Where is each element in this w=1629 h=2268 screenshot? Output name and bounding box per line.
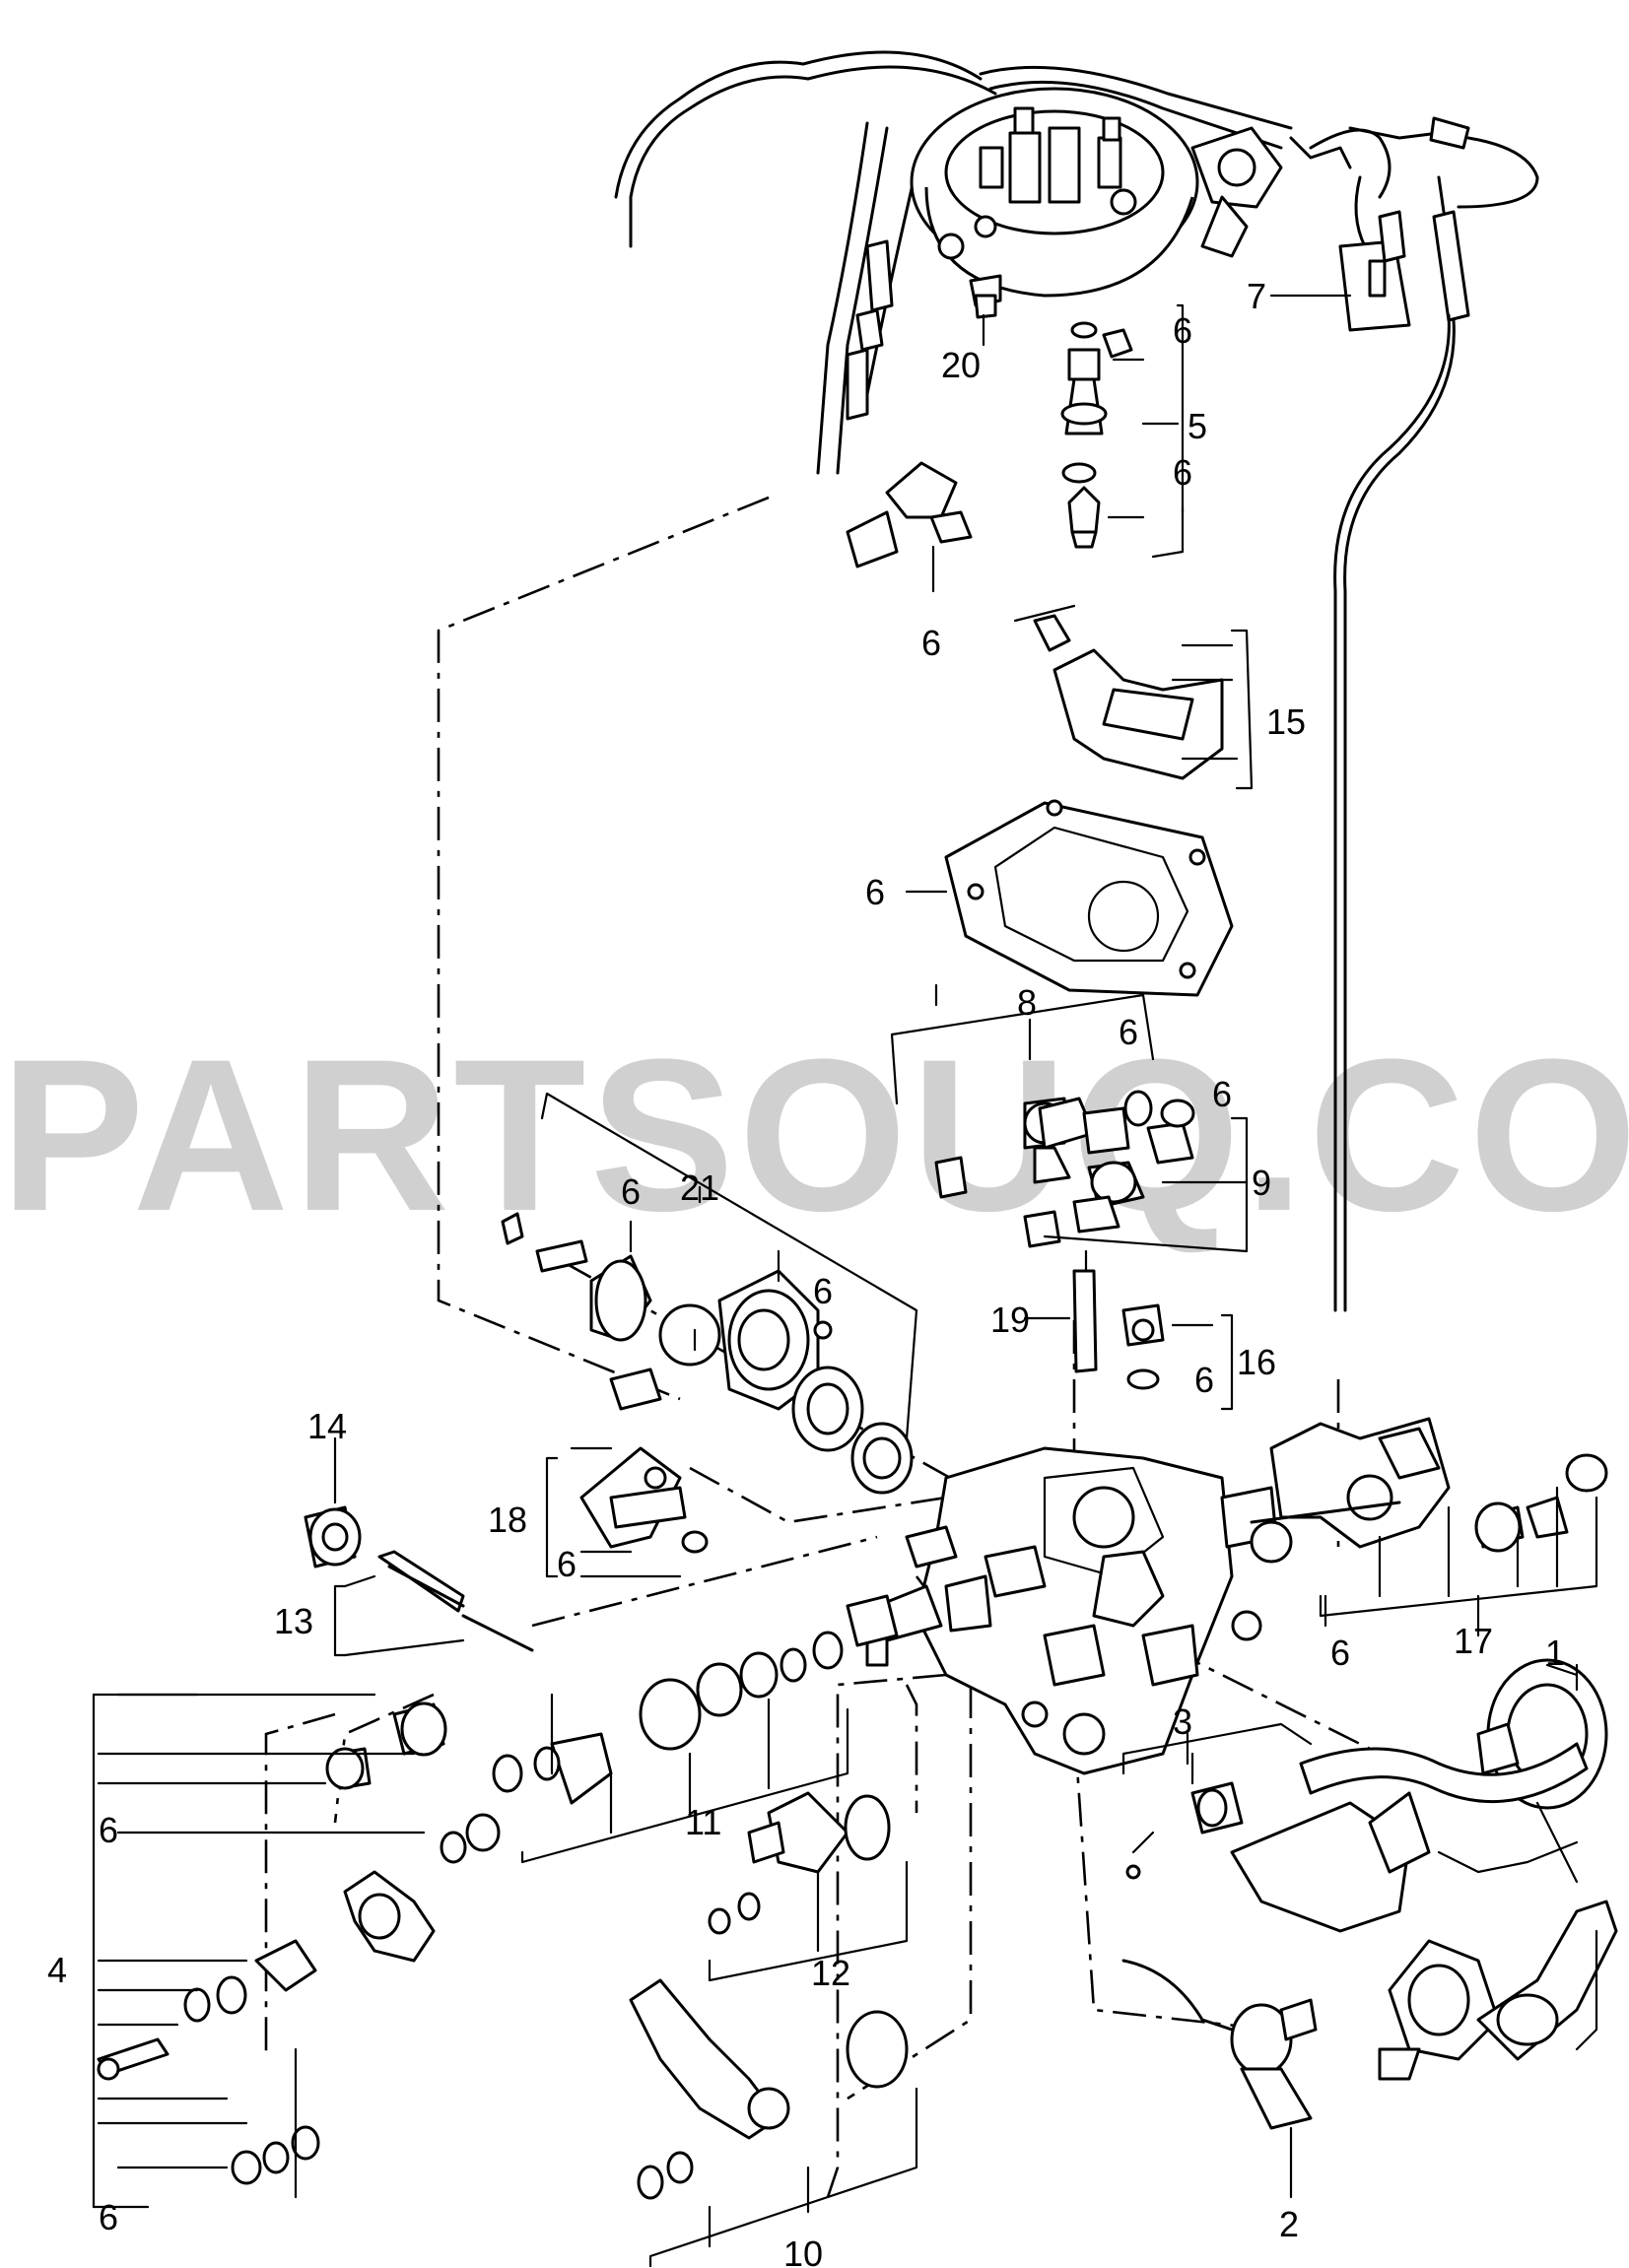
label-6-e: 6: [1119, 1012, 1138, 1052]
label-3: 3: [1173, 1701, 1192, 1742]
label-6-d: 6: [865, 872, 885, 912]
carburetor-top-cover: [614, 50, 1539, 1312]
label-14: 14: [307, 1406, 347, 1446]
vacuum-units-group: [1121, 1658, 1618, 2130]
callout-leaders: [116, 294, 1579, 2199]
lever-group-4: [92, 1693, 501, 2209]
label-13: 13: [274, 1601, 313, 1641]
label-6-g: 6: [621, 1171, 641, 1212]
part-17-group: [1250, 1417, 1608, 1637]
label-6-h: 6: [813, 1271, 833, 1311]
label-1: 1: [1545, 1633, 1565, 1673]
callout-labels: 1 2 3 4 5 6 6 6 6 6 6 6 6 6 6 6 6 6 7 8 …: [47, 276, 1565, 2268]
label-4: 4: [47, 1950, 67, 1990]
label-7: 7: [1247, 276, 1266, 316]
label-12: 12: [811, 1953, 850, 1993]
label-10: 10: [783, 2234, 823, 2268]
label-5: 5: [1188, 406, 1207, 446]
label-2: 2: [1279, 2204, 1299, 2244]
label-6-k: 6: [1330, 1633, 1350, 1673]
label-6-l: 6: [99, 1810, 118, 1850]
label-6-b: 6: [1173, 452, 1192, 493]
small-gasket-top-left: [846, 461, 973, 593]
pulldown-group-21: [501, 1092, 918, 1495]
label-6-m: 6: [99, 2197, 118, 2237]
injector-assembly-5: [1060, 303, 1185, 559]
label-6-c: 6: [921, 623, 941, 663]
label-17: 17: [1454, 1621, 1493, 1661]
label-6-f: 6: [1212, 1074, 1232, 1114]
label-8: 8: [1017, 982, 1037, 1023]
choke-housing-15: [1013, 604, 1254, 790]
label-20: 20: [941, 345, 981, 385]
accelerator-pump-group-8-9: [890, 993, 1249, 1253]
label-19: 19: [990, 1300, 1030, 1340]
plug-20: [969, 274, 1002, 347]
label-15: 15: [1266, 701, 1306, 742]
label-18: 18: [488, 1500, 527, 1540]
label-6-j: 6: [557, 1544, 577, 1584]
gasket-plate: [905, 799, 1234, 997]
watermark-text: PARTSOUQ.COM: [0, 1014, 1629, 1256]
label-6-i: 6: [1194, 1360, 1214, 1400]
label-6-a: 6: [1173, 310, 1192, 351]
carburetor-main-body: [865, 1446, 1278, 1775]
label-16: 16: [1237, 1342, 1276, 1382]
label-11: 11: [685, 1802, 721, 1842]
screw-19-16: [1072, 1249, 1234, 1411]
spring-group-10: [629, 1978, 918, 2268]
spring-group-12: [708, 1791, 909, 1982]
label-21: 21: [680, 1167, 719, 1208]
lever-group-18: [545, 1446, 709, 1578]
plug-14-screw-13: [304, 1436, 534, 1657]
label-9: 9: [1252, 1163, 1271, 1203]
